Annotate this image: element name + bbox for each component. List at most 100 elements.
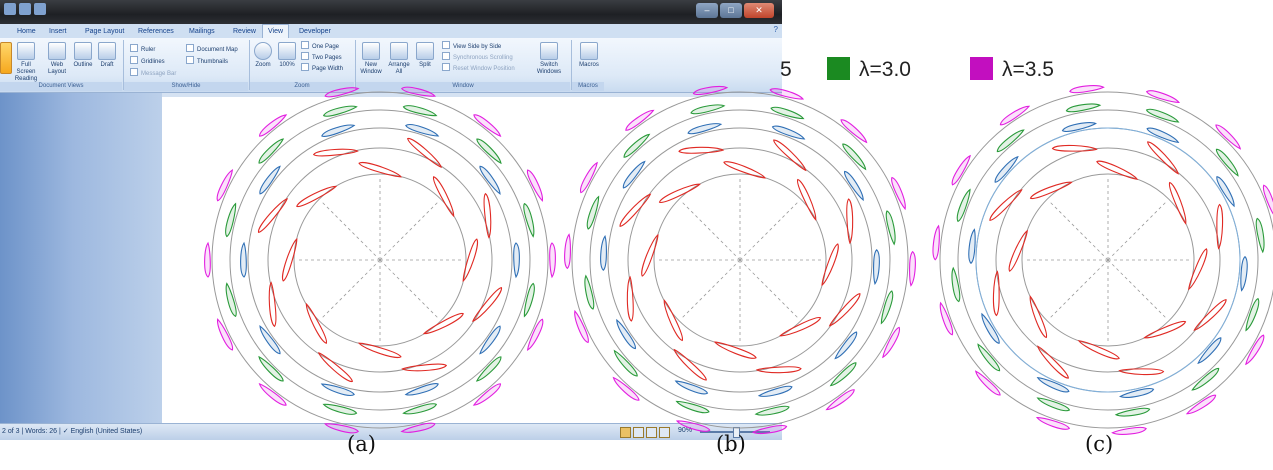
airfoil-blade xyxy=(1077,340,1120,360)
ribbon-tabs: Home Insert Page Layout References Maili… xyxy=(0,24,782,38)
orbit-ring xyxy=(995,147,1221,373)
reading-icon[interactable] xyxy=(633,427,644,438)
legend-swatch xyxy=(970,57,993,80)
airfoil-blade xyxy=(1262,184,1273,219)
page-width-button[interactable]: Page Width xyxy=(301,63,343,73)
page-indicator[interactable]: 2 of 3 xyxy=(2,428,20,435)
reset-window-position-button[interactable]: Reset Window Position xyxy=(442,63,515,73)
arrange-all-button[interactable]: Arrange All xyxy=(386,42,412,76)
caption-b: (b) xyxy=(716,432,746,456)
airfoil-blade xyxy=(1216,176,1235,208)
new-window-button[interactable]: New Window xyxy=(358,42,384,76)
airfoil-blade xyxy=(840,119,868,144)
switch-windows-button[interactable]: Switch Windows xyxy=(532,42,566,76)
airfoil-blade xyxy=(829,362,857,387)
airfoil-blade xyxy=(1114,407,1151,417)
gridlines-checkbox[interactable]: Gridlines xyxy=(130,56,165,66)
macros-button[interactable]: Macros xyxy=(576,42,602,69)
tab-developer[interactable]: Developer xyxy=(299,28,331,35)
language-indicator[interactable]: English (United States) xyxy=(70,428,143,435)
airfoil-blade xyxy=(825,389,855,411)
airfoil-blade xyxy=(1143,321,1187,339)
tab-home[interactable]: Home xyxy=(17,28,36,35)
tab-mailings[interactable]: Mailings xyxy=(189,28,215,35)
airfoil-blade xyxy=(1169,181,1187,225)
ruler-checkbox[interactable]: Ruler xyxy=(130,44,155,54)
word-count[interactable]: Words: 26 xyxy=(25,428,58,435)
airfoil-blade xyxy=(1245,334,1265,366)
airfoil-blade xyxy=(968,228,976,265)
save-icon[interactable] xyxy=(19,3,31,15)
help-icon[interactable]: ? xyxy=(773,25,778,34)
tab-insert[interactable]: Insert xyxy=(49,28,67,35)
view-side-by-side-button[interactable]: View Side by Side xyxy=(442,41,501,51)
airfoil-blade xyxy=(996,129,1025,153)
tab-view[interactable]: View xyxy=(262,24,290,38)
window-controls: – □ ✕ xyxy=(696,3,774,18)
airfoil-blade xyxy=(939,301,954,336)
airfoil-blade xyxy=(951,154,971,186)
tab-references[interactable]: References xyxy=(138,28,174,35)
web-layout-icon[interactable] xyxy=(646,427,657,438)
zoom-button[interactable]: Zoom xyxy=(252,42,274,69)
proofing-icon[interactable]: ✓ xyxy=(62,428,69,435)
web-layout-button[interactable]: Web Layout xyxy=(44,42,70,76)
undo-icon[interactable] xyxy=(34,3,46,15)
airfoil-blade xyxy=(951,266,961,303)
outline-button[interactable]: Outline xyxy=(71,42,95,69)
airfoil-blade xyxy=(834,331,858,360)
airfoil-blade xyxy=(1240,255,1248,292)
outline-icon[interactable] xyxy=(659,427,670,438)
close-icon[interactable]: ✕ xyxy=(744,3,774,18)
synchronous-scrolling-button[interactable]: Synchronous Scrolling xyxy=(442,52,513,62)
airfoil-blade xyxy=(1111,426,1147,435)
two-pages-button[interactable]: Two Pages xyxy=(301,52,342,62)
airfoil-blade xyxy=(994,155,1019,183)
airfoil-blade xyxy=(1146,127,1180,143)
title-bar: – □ ✕ xyxy=(0,0,782,24)
office-button-icon[interactable] xyxy=(4,3,16,15)
macros-group-label: Macros xyxy=(572,82,604,91)
airfoil-blade xyxy=(1029,295,1047,339)
airfoil-blade xyxy=(1096,160,1139,180)
tab-review[interactable]: Review xyxy=(233,28,256,35)
rotor-panel xyxy=(932,85,1273,435)
airfoil-blade xyxy=(885,210,896,246)
airfoil-blade xyxy=(880,290,894,325)
spoke-line xyxy=(1048,200,1109,261)
one-page-button[interactable]: One Page xyxy=(301,41,339,51)
zoom-level[interactable]: 90% xyxy=(678,427,693,434)
airfoil-blade xyxy=(844,170,864,202)
message-bar-checkbox[interactable]: Message Bar xyxy=(130,68,176,78)
print-layout-button[interactable] xyxy=(0,42,12,74)
airfoil-blade xyxy=(1145,90,1181,103)
window-group-label: Window xyxy=(356,82,570,91)
word-window: – □ ✕ Home Insert Page Layout References… xyxy=(0,0,782,446)
airfoil-blade xyxy=(1065,103,1102,113)
airfoil-blade xyxy=(1188,248,1208,291)
airfoil-blade xyxy=(1193,299,1227,331)
full-screen-reading-button[interactable]: Full Screen Reading xyxy=(12,42,40,83)
airfoil-blade xyxy=(974,370,1001,396)
maximize-icon[interactable]: □ xyxy=(720,3,742,18)
airfoil-blade xyxy=(1037,345,1069,379)
divider xyxy=(355,40,356,90)
zoom-100-button[interactable]: 100% xyxy=(276,42,298,69)
thumbnails-checkbox[interactable]: Thumbnails xyxy=(186,56,228,66)
airfoil-blade xyxy=(1255,217,1265,254)
minimize-icon[interactable]: – xyxy=(696,3,718,18)
orbit-ring xyxy=(975,127,1241,393)
ruler xyxy=(162,93,782,97)
airfoil-blade xyxy=(1197,337,1222,365)
print-layout-icon[interactable] xyxy=(620,427,631,438)
airfoil-blade xyxy=(1216,203,1224,250)
legend: 5 λ=3.0 λ=3.5 xyxy=(780,57,1273,87)
caption-c: (c) xyxy=(1085,432,1114,456)
airfoil-blade xyxy=(1036,377,1070,393)
tab-page-layout[interactable]: Page Layout xyxy=(85,28,125,35)
airfoil-blade xyxy=(932,224,940,261)
draft-button[interactable]: Draft xyxy=(96,42,118,69)
document-map-checkbox[interactable]: Document Map xyxy=(186,44,238,54)
split-button[interactable]: Split xyxy=(414,42,436,69)
airfoil-blade xyxy=(797,178,817,221)
